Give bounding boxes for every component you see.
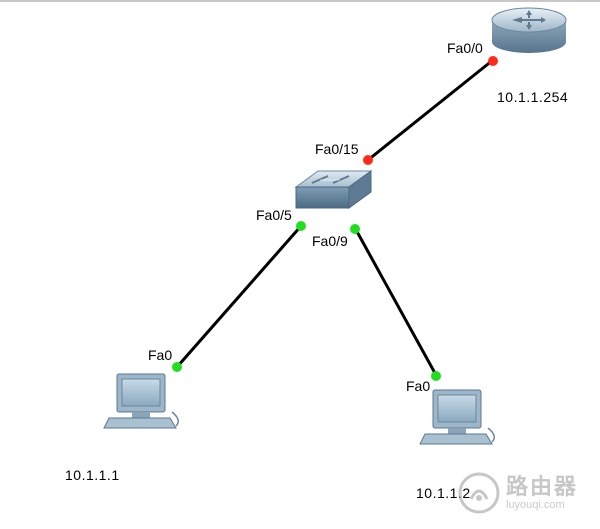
port-label-switch-fa0-5: Fa0/5	[256, 207, 292, 223]
ip-label-router: 10.1.1.254	[497, 89, 569, 105]
link-status-dot-switch-fa09	[350, 224, 360, 234]
link-router-switch[interactable]	[367, 58, 494, 162]
router-icon[interactable]	[491, 7, 567, 53]
link-switch-pc1[interactable]	[175, 225, 303, 368]
watermark: 路由器 luyouqi.com	[458, 462, 598, 524]
pc-icon[interactable]	[419, 389, 495, 445]
link-status-dot-pc1	[172, 362, 182, 372]
ip-label-pc1: 10.1.1.1	[65, 467, 120, 483]
watermark-subtitle: luyouqi.com	[506, 499, 565, 511]
switch-icon[interactable]	[294, 170, 373, 209]
watermark-title: 路由器	[506, 474, 579, 499]
link-status-dot-pc2	[431, 371, 441, 381]
port-label-router-fa0-0: Fa0/0	[447, 40, 483, 56]
port-label-switch-fa0-9: Fa0/9	[312, 233, 348, 249]
top-border	[0, 0, 600, 2]
link-switch-pc2[interactable]	[353, 227, 438, 376]
port-label-pc1-fa0: Fa0	[148, 347, 173, 363]
link-status-dot-switch-fa05	[296, 221, 306, 231]
link-status-dot-switch-uplink	[363, 155, 373, 165]
router-logo-icon	[458, 472, 500, 514]
pc-icon[interactable]	[103, 373, 179, 429]
link-status-dot-router	[488, 56, 498, 66]
ip-label-pc2: 10.1.1.2	[416, 485, 471, 501]
port-label-pc2-fa0: Fa0	[406, 378, 431, 394]
port-label-switch-fa0-15: Fa0/15	[315, 141, 359, 157]
